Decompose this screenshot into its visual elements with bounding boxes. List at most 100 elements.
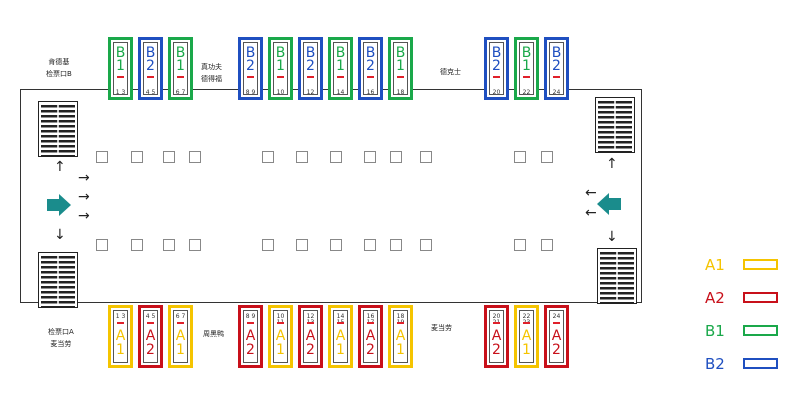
gate-red-bar — [307, 322, 314, 324]
store-label-bottom-left: 检票口A 麦当劳 — [48, 326, 74, 350]
gate-red-bar — [523, 76, 530, 78]
store-label-bottom-right: 麦当劳 — [431, 322, 452, 334]
store-name-mcdonalds-left: 麦当劳 — [50, 340, 72, 348]
pillar-2-5 — [262, 239, 274, 251]
pillar-2-9 — [390, 239, 402, 251]
store-name-dicos: 德克士 — [440, 68, 461, 76]
gate-type-digit: 2 — [306, 58, 315, 74]
store-name-zhouheiya: 周黑鸭 — [203, 330, 224, 338]
gate-type-letter: A — [305, 328, 316, 344]
gate-red-bar — [147, 322, 154, 324]
gate-red-bar — [553, 76, 560, 78]
arrow-left-2-icon: ← — [585, 205, 597, 221]
turnstile-bottom-left-icon — [38, 252, 78, 308]
bottom-gate-7: 14 15A1 — [328, 305, 353, 368]
gate-type-digit: 2 — [246, 58, 255, 74]
gate-number: 1 3 — [115, 89, 126, 95]
gate-number: 10 11 — [276, 89, 285, 95]
store-name-kfc: 肯德基 — [48, 58, 70, 66]
gate-type-digit: 2 — [306, 342, 315, 358]
gate-number: 12 13 — [306, 313, 315, 326]
entrance-arrow-right-icon — [597, 193, 621, 215]
gate-type-digit: 2 — [492, 58, 501, 74]
store-label-bottom-mid: 周黑鸭 — [203, 328, 224, 340]
gate-type-digit: 2 — [552, 342, 561, 358]
gate-number: 8 9 — [245, 89, 256, 95]
store-label-top-left: 肯德基 检票口B — [46, 56, 72, 80]
bottom-gate-6: 12 13 A2 — [298, 305, 323, 368]
gate-type-digit: 2 — [146, 342, 155, 358]
gate-number: 22 23 — [522, 313, 531, 326]
gate-number: 8 9 — [245, 313, 256, 320]
gate-type-letter: A — [145, 328, 156, 344]
pillar-2-8 — [364, 239, 376, 251]
gate-number: 14 15 — [336, 313, 345, 326]
pillar-2-1 — [96, 239, 108, 251]
pillar-1-6 — [296, 151, 308, 163]
gate-red-bar — [147, 76, 154, 78]
pillar-2-3 — [163, 239, 175, 251]
gate-type-letter: A — [275, 328, 286, 344]
gate-red-bar — [523, 322, 530, 324]
pillar-1-10 — [420, 151, 432, 163]
gate-type-letter: B — [521, 45, 532, 61]
gate-type-digit: 1 — [116, 58, 125, 74]
legend-label: A1 — [705, 256, 725, 274]
gate-number: 18 19 — [396, 89, 405, 95]
gate-type-digit: 1 — [396, 342, 405, 358]
gate-type-letter: B — [245, 45, 256, 61]
legend-swatch — [743, 259, 778, 270]
pillar-1-1 — [96, 151, 108, 163]
pillar-1-5 — [262, 151, 274, 163]
pillar-1-3 — [163, 151, 175, 163]
entrance-arrow-left-icon — [47, 194, 71, 216]
gate-type-digit: 1 — [396, 58, 405, 74]
arrow-right-3-icon: → — [78, 208, 90, 224]
gate-red-bar — [277, 322, 284, 324]
gate-red-bar — [493, 76, 500, 78]
store-name-zhengongfu: 真功夫 — [201, 63, 222, 71]
gate-number: 10 11 — [276, 313, 285, 326]
gate-type-letter: B — [145, 45, 156, 61]
gate-number: 24 — [552, 313, 561, 320]
pillar-2-6 — [296, 239, 308, 251]
gate-type-letter: B — [365, 45, 376, 61]
pillar-1-2 — [131, 151, 143, 163]
arrow-right-2-icon: → — [78, 189, 90, 205]
gate-type-digit: 2 — [552, 58, 561, 74]
gate-red-bar — [553, 322, 560, 324]
pillar-2-10 — [420, 239, 432, 251]
gate-type-letter: B — [551, 45, 562, 61]
bottom-gate-8: 16 17A2 — [358, 305, 383, 368]
pillar-1-4 — [189, 151, 201, 163]
gate-red-bar — [397, 322, 404, 324]
gate-number: 6 7 — [175, 89, 186, 95]
turnstile-top-left-icon — [38, 101, 78, 157]
ticket-gate-a-label: 检票口A — [48, 328, 74, 336]
arrow-left-1-icon: ← — [585, 185, 597, 201]
gate-type-digit: 1 — [176, 342, 185, 358]
gate-red-bar — [337, 322, 344, 324]
store-label-top-mid: 真功夫 德得福 — [201, 61, 222, 85]
gate-type-digit: 1 — [522, 342, 531, 358]
arrow-right-1-icon: → — [78, 170, 90, 186]
pillar-1-7 — [330, 151, 342, 163]
arrow-up-left-icon: ↑ — [54, 159, 66, 175]
turnstile-top-right-icon — [595, 97, 635, 153]
gate-type-digit: 1 — [522, 58, 531, 74]
gate-type-digit: 1 — [276, 342, 285, 358]
gate-type-letter: A — [521, 328, 532, 344]
gate-number: 16 17 — [366, 313, 375, 326]
